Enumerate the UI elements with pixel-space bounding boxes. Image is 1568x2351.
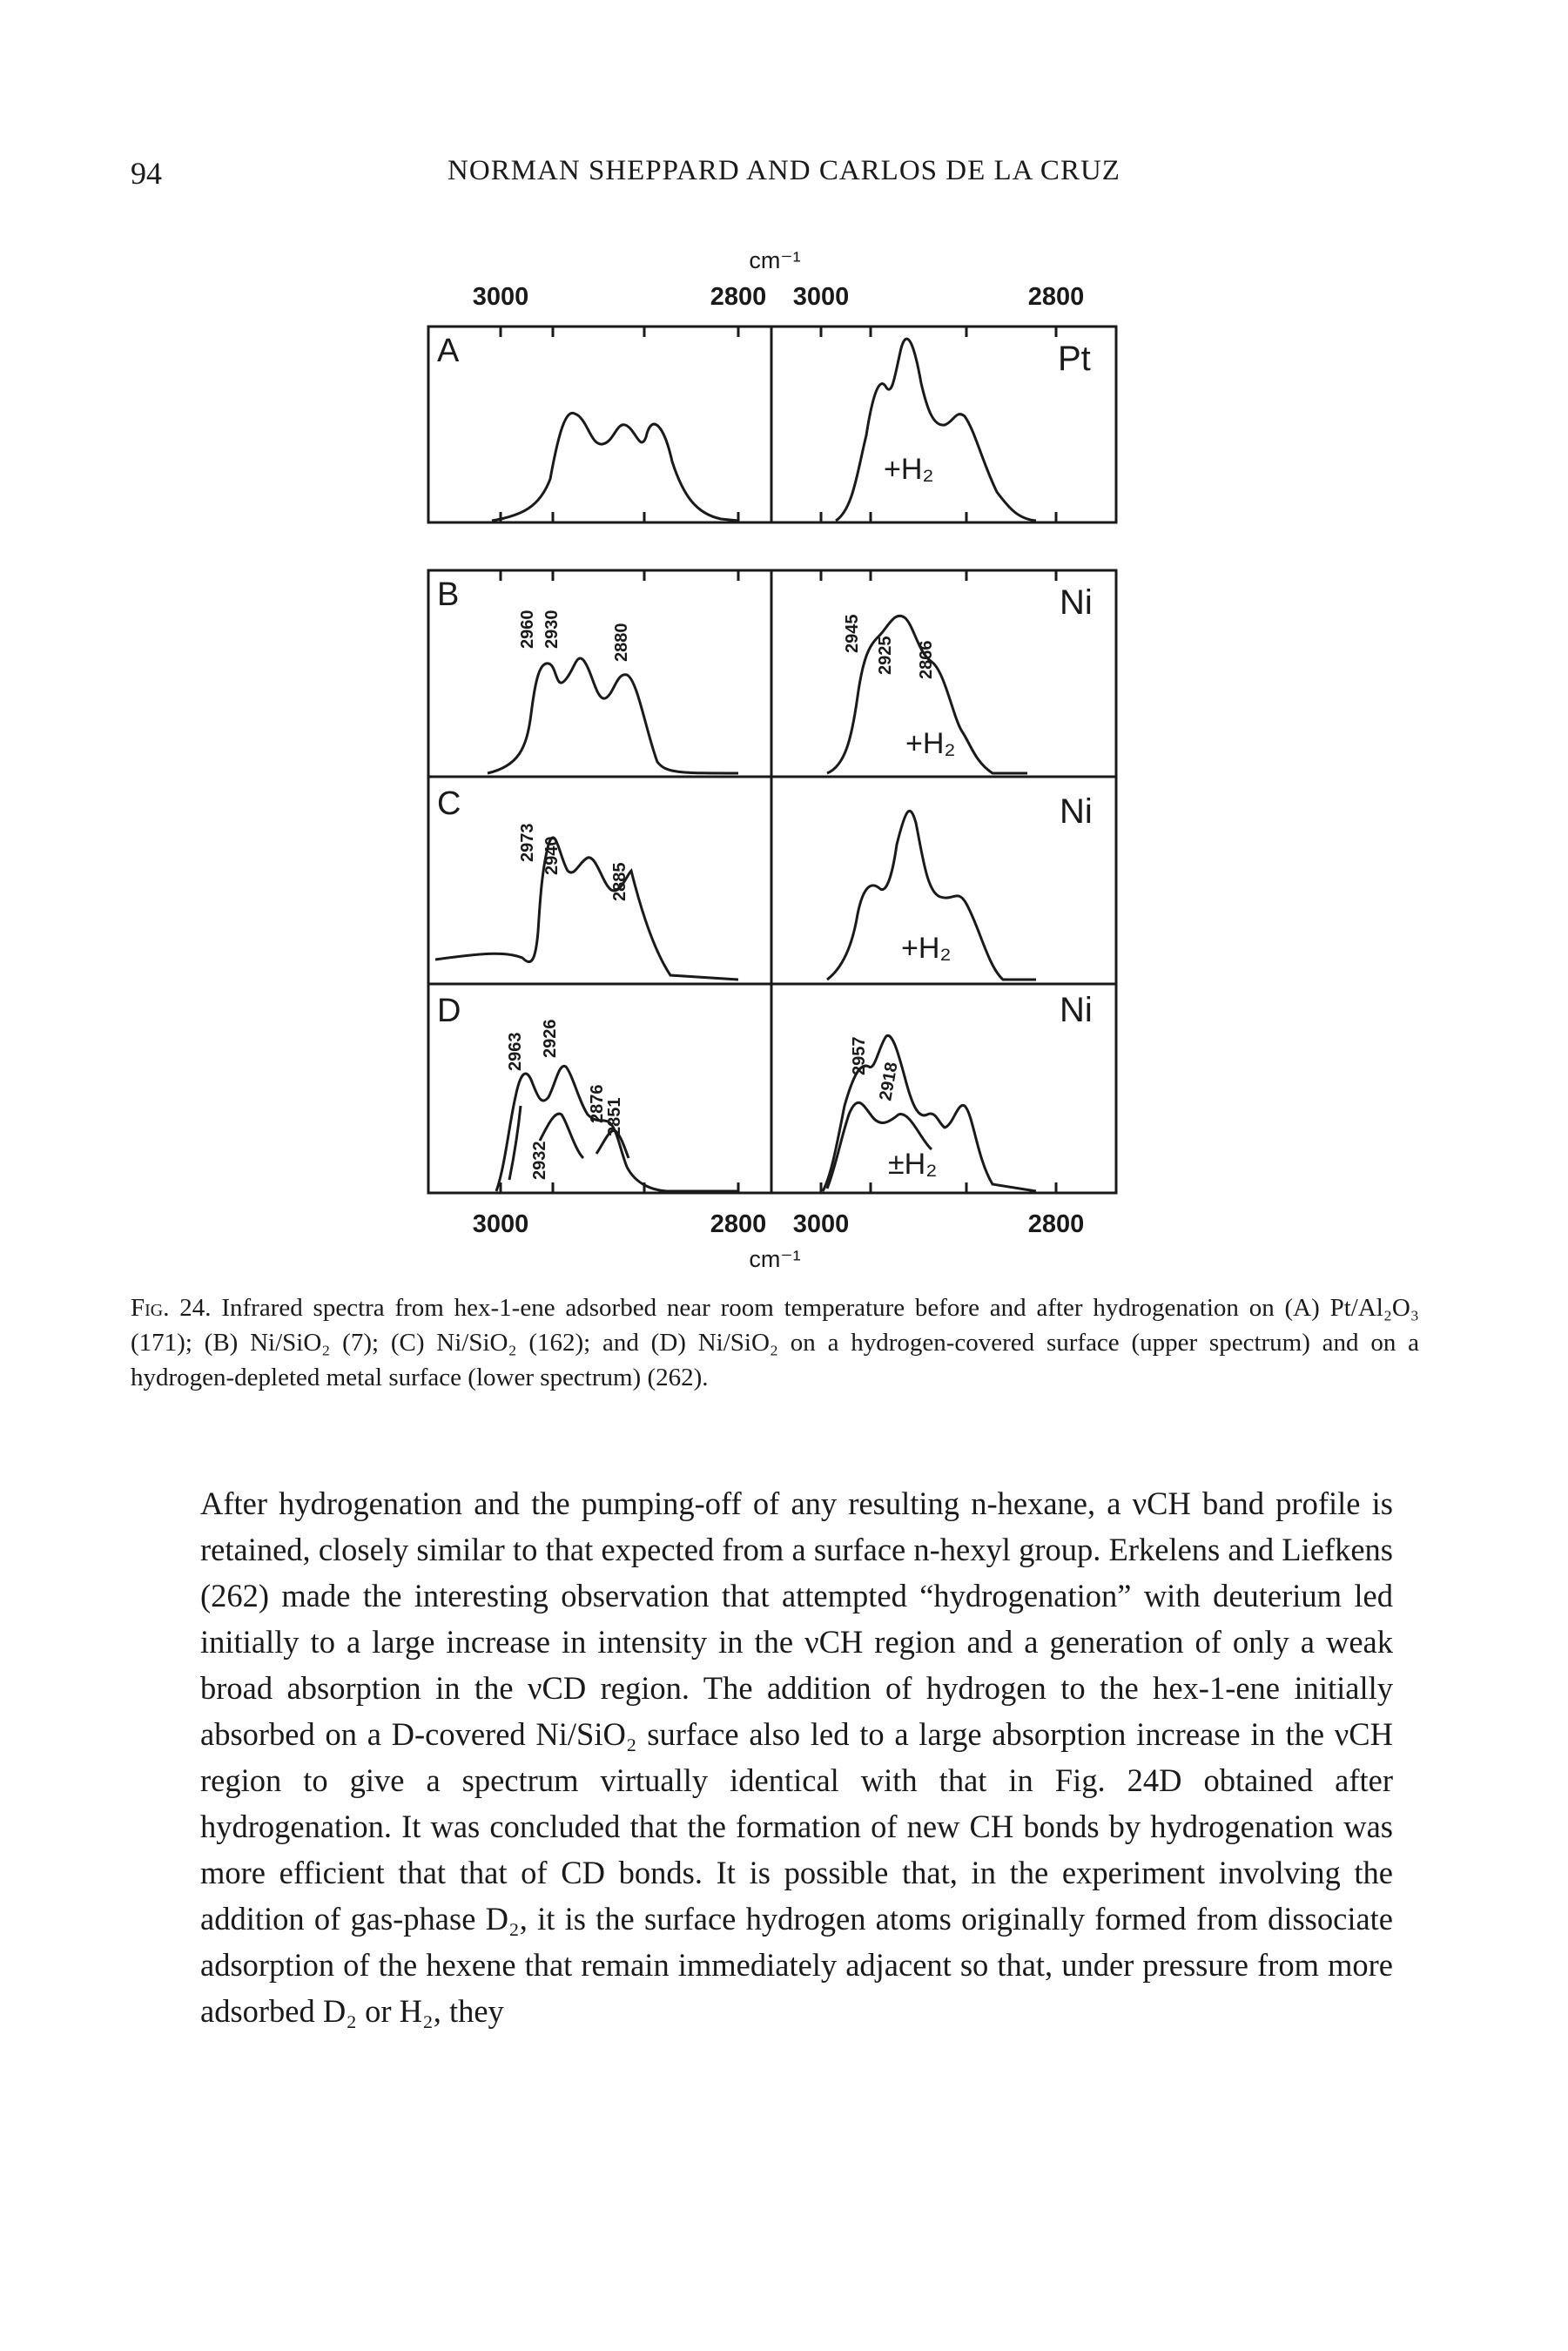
bottom-tick-label: 3000 [473, 1210, 529, 1238]
panel-d-bottom-ticks [499, 1182, 1058, 1193]
peak-label: 2930 [542, 610, 562, 650]
panel-c-right-spectrum [826, 809, 1036, 981]
peak-label: 2945 [843, 615, 862, 654]
panel-letter: C [437, 785, 461, 822]
caption-lead: Fig. 24. [131, 1294, 212, 1322]
infrared-spectra-figure: cm⁻¹ 3000 2800 3000 2800 A Pt +H₂ B Ni +… [427, 247, 1118, 1272]
panel-d-left-spectrum-lower [508, 1105, 630, 1181]
peak-label: 2932 [530, 1142, 549, 1181]
metal-label: Ni [1060, 991, 1093, 1029]
body-paragraph-text: After hydrogenation and the pumping-off … [200, 1485, 1393, 2029]
panel-a-bottom-ticks [499, 512, 1058, 522]
peak-label: 2960 [518, 610, 537, 650]
top-tick-label: 3000 [793, 283, 850, 311]
panel-letter: B [437, 576, 459, 613]
peak-label: 2963 [506, 1033, 525, 1072]
h2-label: +H₂ [905, 727, 956, 760]
axis-unit-bottom: cm⁻¹ [749, 1246, 800, 1272]
h2-label: +H₂ [901, 932, 952, 965]
panel-a [427, 325, 1118, 524]
top-tick-label: 2800 [1028, 283, 1085, 311]
panel-b-right-spectrum [826, 615, 1027, 775]
panel-b-left-spectrum [487, 657, 739, 775]
panel-a-top-ticks [499, 327, 1058, 337]
metal-label: Ni [1060, 583, 1093, 622]
panel-a-right-spectrum [835, 337, 1037, 522]
panel-c-left-spectrum [434, 836, 739, 981]
page-number: 94 [131, 156, 162, 191]
peak-label: 2885 [610, 863, 629, 902]
h2-label: +H₂ [884, 453, 934, 486]
peak-label: 2940 [542, 837, 562, 876]
bottom-tick-label: 2800 [1028, 1210, 1085, 1238]
metal-label: Ni [1060, 792, 1093, 831]
figure-caption: Fig. 24. Infrared spectra from hex-1-ene… [131, 1290, 1419, 1395]
panel-letter: A [437, 333, 460, 369]
peak-label: 2926 [541, 1020, 560, 1059]
peak-label: 2925 [876, 637, 895, 676]
peak-label: 2880 [612, 623, 631, 663]
panel-a-left-spectrum [491, 411, 739, 522]
panel-letter: D [437, 993, 461, 1029]
metal-label: Pt [1058, 340, 1091, 378]
bottom-tick-label: 3000 [793, 1210, 850, 1238]
panel-b-top-ticks [499, 570, 1058, 581]
panels-bcd [427, 569, 1118, 1195]
bottom-tick-label: 2800 [710, 1210, 767, 1238]
panel-d-right-spectrum-upper [821, 1034, 1037, 1193]
running-head: NORMAN SHEPPARD AND CARLOS DE LA CRUZ [448, 155, 1120, 186]
top-tick-label: 3000 [473, 283, 529, 311]
peak-label: 2876 [588, 1085, 607, 1124]
peak-label: 2957 [850, 1037, 869, 1076]
panel-d-left-spectrum-upper [495, 1064, 738, 1193]
top-tick-label: 2800 [710, 283, 767, 311]
caption-text: Infrared spectra from hex-1-ene adsorbed… [131, 1294, 1419, 1391]
panel-d-right-spectrum-lower [825, 1101, 933, 1189]
peak-label: 2973 [518, 824, 537, 863]
peak-label: 2851 [605, 1098, 624, 1137]
page-header: 94 NORMAN SHEPPARD AND CARLOS DE LA CRUZ [0, 155, 1568, 199]
body-paragraph: After hydrogenation and the pumping-off … [200, 1480, 1393, 2034]
h2-label: ±H₂ [888, 1148, 937, 1181]
peak-label: 2866 [917, 641, 936, 680]
peak-label: 2918 [876, 1061, 901, 1102]
axis-unit-top: cm⁻¹ [749, 247, 800, 273]
